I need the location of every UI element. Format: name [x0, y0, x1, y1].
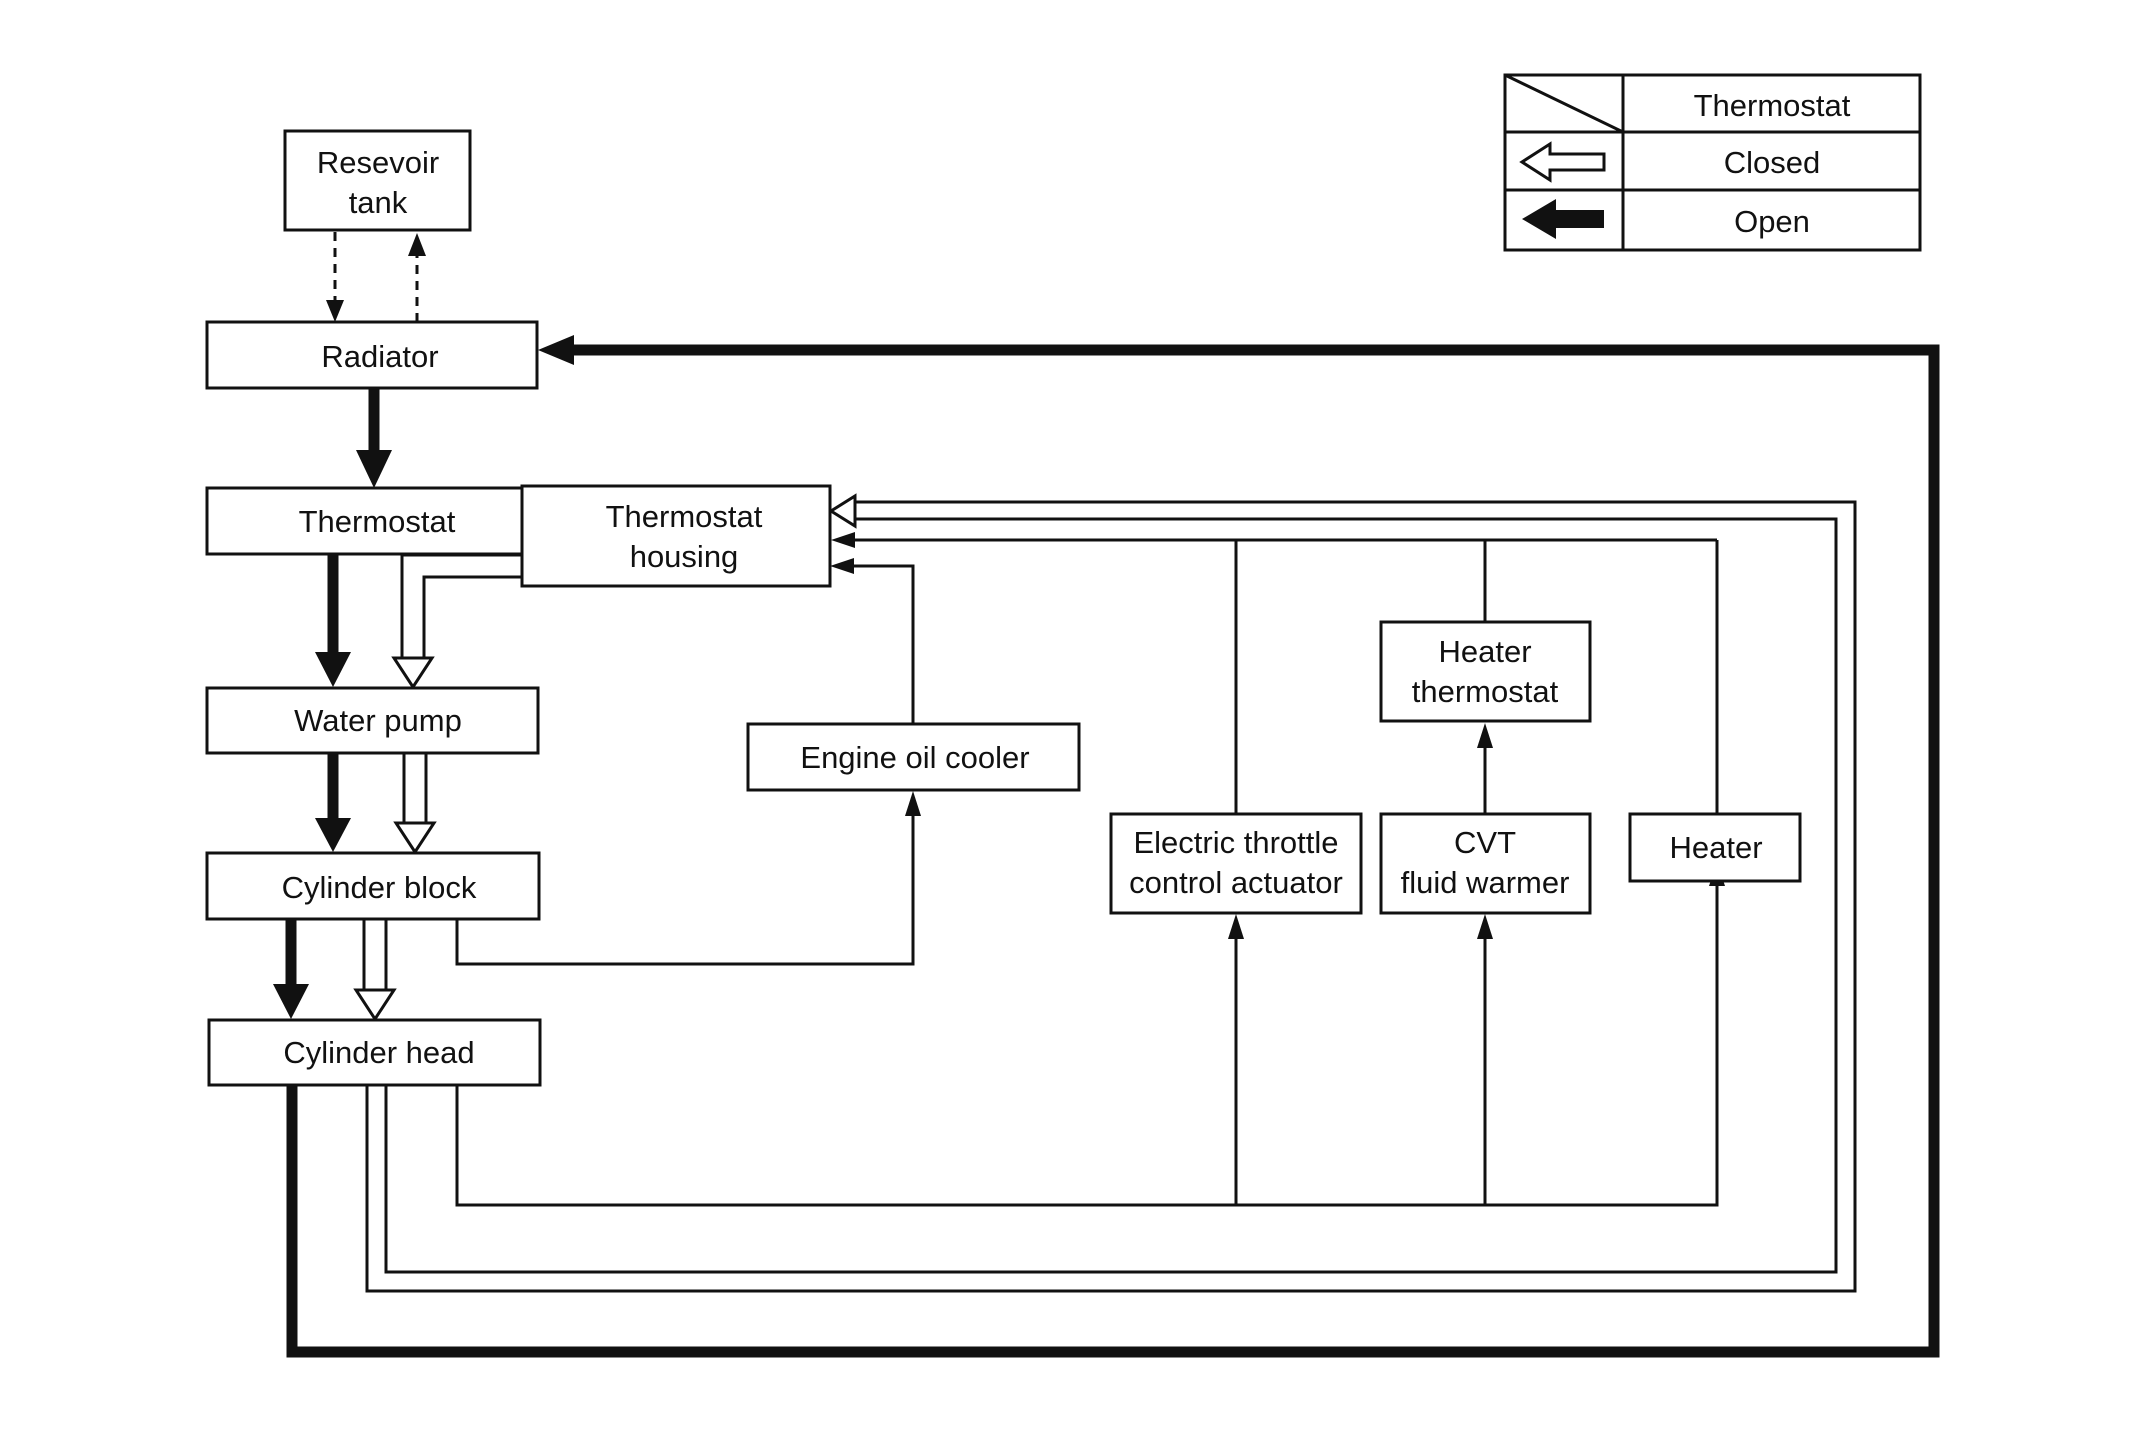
water-pump-block: Water pump: [205, 686, 540, 755]
block-to-head-flow: [273, 920, 309, 1019]
reservoir-radiator-link: [326, 232, 426, 322]
thermostat-block: Thermostat: [205, 486, 539, 556]
heater-thermostat-label-line2: thermostat: [1412, 674, 1559, 709]
radiator-label: Radiator: [321, 339, 438, 374]
cylinder-head-block: Cylinder head: [207, 1018, 542, 1087]
thermostat-housing-block: Thermostat housing: [520, 484, 832, 588]
water-pump-to-block-flow: [315, 754, 351, 852]
legend-open-label: Open: [1734, 204, 1810, 239]
thermostat-label: Thermostat: [299, 504, 456, 539]
thermostat-housing-label-line2: housing: [630, 539, 739, 574]
reservoir-label-line2: tank: [349, 185, 408, 220]
engine-oil-cooler-label: Engine oil cooler: [800, 740, 1029, 775]
oil-cooler-to-housing-line: [830, 558, 915, 723]
legend-diagonal: [1504, 73, 1624, 134]
head-to-radiator-return: [286, 335, 1940, 1358]
water-pump-label: Water pump: [294, 703, 462, 738]
components-to-housing-return: [831, 532, 1719, 813]
cylinder-block-label: Cylinder block: [282, 870, 477, 905]
water-pump-to-block-bypass: [393, 754, 437, 855]
cvt-fluid-warmer-block: CVT fluid warmer: [1379, 812, 1592, 915]
cvt-to-heater-thermostat-line: [1477, 723, 1493, 813]
cylinder-block-block: Cylinder block: [205, 851, 541, 921]
legend-table: Thermostat Closed Open: [1503, 73, 1922, 252]
thermostat-to-water-pump-flow: [315, 555, 351, 687]
head-to-housing-bypass-return: [365, 493, 1857, 1293]
legend-hollow-arrow-icon: [1519, 141, 1606, 183]
reservoir-label-line1: Resevoir: [317, 145, 439, 180]
heater-block: Heater: [1628, 812, 1802, 883]
radiator-to-thermostat-flow: [356, 389, 392, 488]
reservoir-tank-block: Resevoir tank: [283, 129, 472, 232]
cvt-label-line1: CVT: [1454, 825, 1516, 860]
radiator-block: Radiator: [205, 320, 539, 390]
legend-solid-arrow-icon: [1522, 199, 1604, 239]
block-to-oil-cooler-line: [455, 791, 921, 966]
heater-thermostat-label-line1: Heater: [1438, 634, 1531, 669]
cvt-label-line2: fluid warmer: [1401, 865, 1570, 900]
cylinder-head-label: Cylinder head: [283, 1035, 474, 1070]
electric-throttle-block: Electric throttle control actuator: [1109, 812, 1363, 915]
engine-oil-cooler-block: Engine oil cooler: [746, 722, 1081, 792]
legend-closed-label: Closed: [1724, 145, 1821, 180]
heater-thermostat-block: Heater thermostat: [1379, 620, 1592, 723]
electric-throttle-label-line1: Electric throttle: [1133, 825, 1338, 860]
housing-to-water-pump-bypass: [391, 553, 522, 690]
block-to-head-bypass: [353, 920, 397, 1022]
electric-throttle-label-line2: control actuator: [1129, 865, 1343, 900]
legend-header: Thermostat: [1694, 88, 1851, 123]
heater-label: Heater: [1669, 830, 1762, 865]
thermostat-housing-label-line1: Thermostat: [606, 499, 763, 534]
